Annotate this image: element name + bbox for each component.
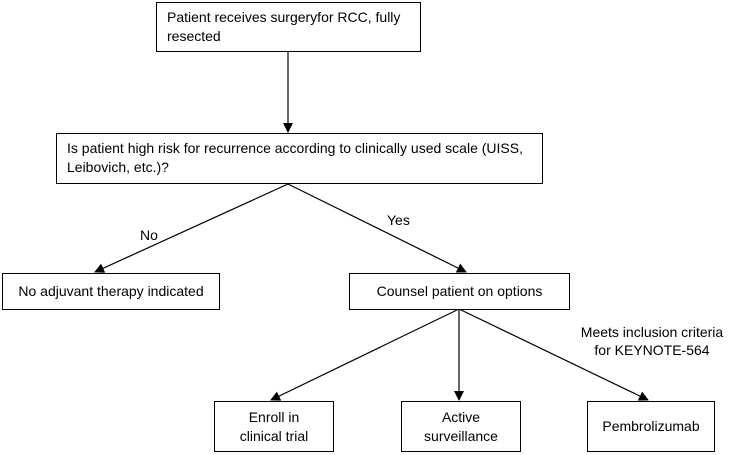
arrow-counsel-to-trial	[270, 308, 460, 401]
node-pembrolizumab-text: Pembrolizumab	[602, 418, 700, 434]
edge-label-no: No	[140, 227, 158, 243]
arrow-counsel-to-pembrolizumab	[458, 308, 649, 401]
arrow-risk-to-no-adjuvant	[94, 183, 289, 273]
node-no-adjuvant: No adjuvant therapy indicated	[2, 273, 220, 310]
node-surveillance-text: Active surveillance	[424, 408, 498, 444]
node-counsel: Counsel patient on options	[349, 273, 570, 310]
node-surgery: Patient receives surgeryfor RCC, fully r…	[156, 2, 421, 52]
node-pembrolizumab: Pembrolizumab	[587, 401, 715, 452]
node-no-adjuvant-text: No adjuvant therapy indicated	[18, 283, 204, 299]
node-surgery-text: Patient receives surgeryfor RCC, fully r…	[167, 9, 401, 44]
node-high-risk-text: Is patient high risk for recurrence acco…	[67, 140, 523, 175]
node-counsel-text: Counsel patient on options	[376, 283, 543, 299]
edge-label-yes: Yes	[387, 212, 410, 228]
node-clinical-trial: Enroll in clinical trial	[214, 401, 334, 452]
node-surveillance: Active surveillance	[401, 401, 521, 452]
edge-label-keynote: Meets inclusion criteria for KEYNOTE-564	[580, 324, 724, 358]
arrow-risk-to-counsel	[287, 183, 467, 273]
node-high-risk: Is patient high risk for recurrence acco…	[56, 133, 543, 184]
node-clinical-trial-text: Enroll in clinical trial	[239, 408, 309, 444]
